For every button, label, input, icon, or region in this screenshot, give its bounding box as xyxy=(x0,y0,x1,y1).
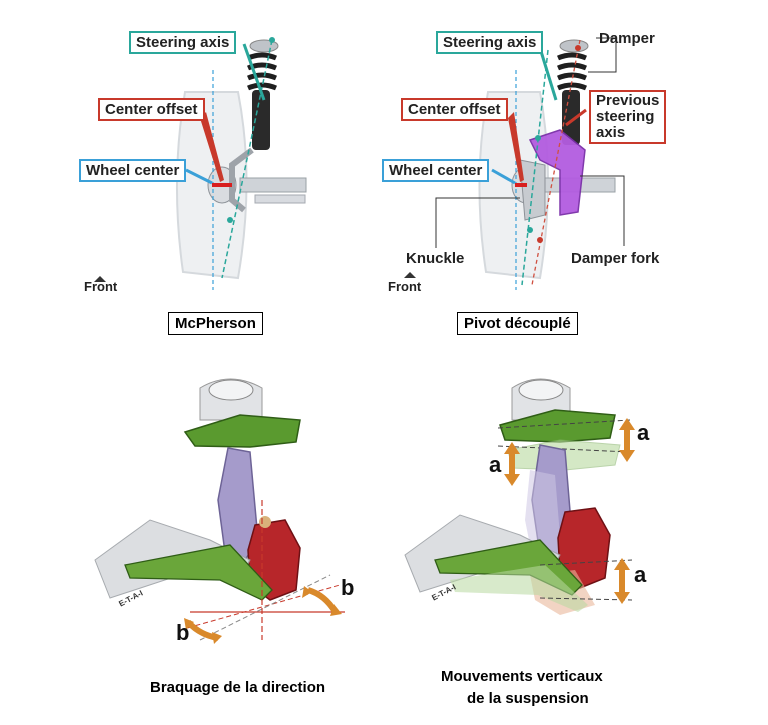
damper-fork-label: Damper fork xyxy=(571,250,660,267)
steering-drawing xyxy=(94,378,345,644)
mcpherson-title: McPherson xyxy=(168,312,263,335)
steering-axis-label-left: Steering axis xyxy=(129,31,237,54)
knuckle-label: Knuckle xyxy=(406,250,465,267)
mcpherson-drawing xyxy=(94,37,307,290)
steering-caption: Braquage de la direction xyxy=(150,679,326,696)
b-label-right: b xyxy=(341,575,355,600)
a-label-top-left: a xyxy=(489,452,502,477)
center-offset-label-left: Center offset xyxy=(98,98,205,121)
a-label-bottom: a xyxy=(634,562,647,587)
wheel-center-label-left: Wheel center xyxy=(79,159,187,182)
center-offset-label-right: Center offset xyxy=(401,98,508,121)
pivot-decouple-title: Pivot découplé xyxy=(457,312,578,335)
suspension-caption-line2: de la suspension xyxy=(467,690,589,707)
steering-axis-label-right: Steering axis xyxy=(436,31,544,54)
front-label-right: Front xyxy=(388,279,422,294)
wheel-center-label-right: Wheel center xyxy=(382,159,490,182)
damper-label: Damper xyxy=(599,30,655,47)
previous-steering-axis-label: Previous steering axis xyxy=(589,90,667,144)
pivot-decouple-drawing xyxy=(404,37,625,290)
b-label-left: b xyxy=(176,620,190,645)
front-label-left: Front xyxy=(84,279,118,294)
suspension-drawing xyxy=(404,378,635,615)
suspension-caption-line1: Mouvements verticaux xyxy=(441,668,603,685)
a-label-top-right: a xyxy=(637,420,650,445)
